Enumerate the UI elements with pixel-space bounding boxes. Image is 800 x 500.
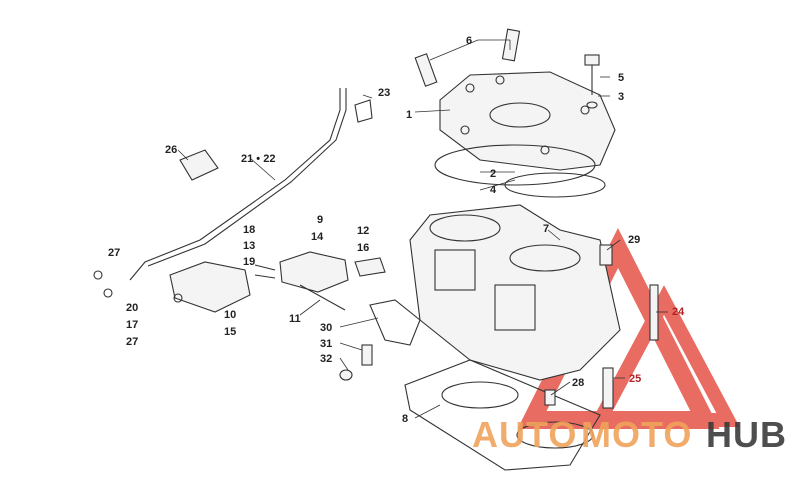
callout-21-22: 21 • 22 (241, 153, 275, 165)
callout-labels: 1 2 3 4 5 6 7 8 9 10 11 12 13 14 15 16 1… (108, 35, 685, 425)
callout-10: 10 (224, 309, 236, 321)
cylinder-block (409, 204, 621, 381)
base-gasket (404, 359, 601, 471)
callout-29: 29 (628, 234, 640, 246)
callout-14: 14 (311, 231, 324, 243)
callout-32: 32 (320, 353, 332, 365)
head-bolt (584, 54, 600, 109)
exhaust-valve-assembly (169, 251, 421, 346)
callout-15: 15 (224, 326, 236, 338)
watermark-hub: HUB (706, 414, 787, 455)
callout-16: 16 (357, 242, 369, 254)
callout-28: 28 (572, 377, 584, 389)
callout-27-top: 27 (108, 247, 120, 259)
watermark-logo: AUTO MOTO HUB (472, 414, 787, 455)
callout-20: 20 (126, 302, 138, 314)
callout-17: 17 (126, 319, 138, 331)
callout-9: 9 (317, 214, 323, 226)
callout-3: 3 (618, 91, 624, 103)
spark-plugs (414, 28, 521, 87)
callout-27-bottom: 27 (126, 336, 138, 348)
callout-18: 18 (243, 224, 255, 236)
cylinder-head (439, 71, 616, 171)
callout-31: 31 (320, 338, 332, 350)
callout-4: 4 (490, 184, 497, 196)
callout-26: 26 (165, 144, 177, 156)
throttle-cable (129, 88, 347, 281)
callout-24: 24 (672, 306, 685, 318)
cable-clip (354, 99, 373, 123)
studs (339, 244, 659, 409)
callout-19: 19 (243, 256, 255, 268)
callout-2: 2 (490, 168, 496, 180)
callout-1: 1 (406, 109, 412, 121)
watermark-auto: AUTO (472, 414, 577, 455)
callout-13: 13 (243, 240, 255, 252)
watermark-moto: MOTO (581, 414, 692, 455)
callout-25: 25 (629, 373, 641, 385)
leader-lines (177, 39, 668, 419)
callout-11: 11 (289, 313, 301, 325)
callout-30: 30 (320, 322, 332, 334)
callout-23: 23 (378, 87, 390, 99)
small-fasteners (93, 270, 183, 303)
head-gaskets (434, 144, 606, 198)
callout-12: 12 (357, 225, 369, 237)
callout-6: 6 (466, 35, 472, 47)
callout-8: 8 (402, 413, 408, 425)
rubber-block (179, 149, 219, 181)
callout-5: 5 (618, 72, 624, 84)
callout-7: 7 (543, 223, 549, 235)
